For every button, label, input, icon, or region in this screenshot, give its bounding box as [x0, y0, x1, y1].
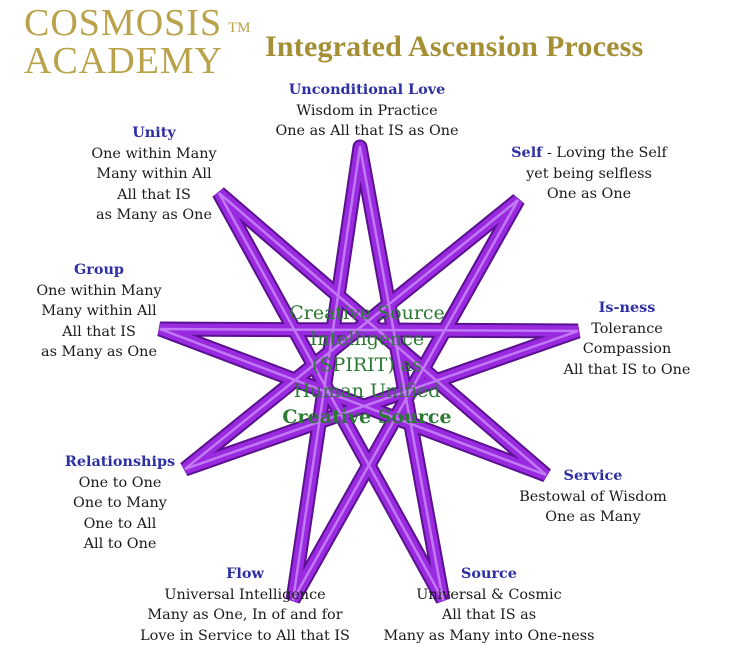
center-line: Creative Source: [282, 300, 451, 326]
point-line: as Many as One: [36, 342, 161, 363]
point-line: One within Many: [91, 144, 216, 165]
point-line: Universal Intelligence: [140, 585, 350, 606]
point-line: One as Many: [519, 507, 667, 528]
point-title: Relationships: [65, 452, 175, 473]
center-line: (SPIRIT) as: [282, 352, 451, 378]
point-relationships: Relationships One to One One to Many One…: [65, 452, 175, 555]
point-title: Self: [511, 144, 542, 161]
point-title: Service: [519, 466, 667, 487]
point-source: Source Universal & Cosmic All that IS as…: [383, 564, 594, 646]
point-line: One as One: [511, 184, 667, 205]
point-line: One to All: [65, 514, 175, 535]
point-title-suffix: - Loving the Self: [542, 145, 666, 161]
center-line: Creative Source: [282, 404, 451, 430]
point-line: All to One: [65, 534, 175, 555]
point-title: Source: [383, 564, 594, 585]
point-title: Group: [36, 260, 161, 281]
point-line: One to Many: [65, 493, 175, 514]
center-line: Intelligence: [282, 326, 451, 352]
point-line: yet being selfless: [511, 164, 667, 185]
point-line: Many as One, In of and for: [140, 605, 350, 626]
point-line: Compassion: [564, 339, 691, 360]
point-line: All that IS: [91, 185, 216, 206]
point-line: All that IS as: [383, 605, 594, 626]
point-title: Unity: [91, 123, 216, 144]
center-text: Creative Source Intelligence (SPIRIT) as…: [282, 300, 451, 430]
point-unconditional-love: Unconditional Love Wisdom in Practice On…: [275, 80, 458, 142]
point-line: One to One: [65, 473, 175, 494]
point-line: Many within All: [91, 164, 216, 185]
point-unity: Unity One within Many Many within All Al…: [91, 123, 216, 226]
point-line: Tolerance: [564, 319, 691, 340]
point-flow: Flow Universal Intelligence Many as One,…: [140, 564, 350, 646]
point-line: Many within All: [36, 301, 161, 322]
point-line: Bestowal of Wisdom: [519, 487, 667, 508]
point-isness: Is-ness Tolerance Compassion All that IS…: [564, 298, 691, 380]
point-group: Group One within Many Many within All Al…: [36, 260, 161, 363]
point-title: Unconditional Love: [275, 80, 458, 101]
point-self: Self - Loving the Self yet being selfles…: [511, 143, 667, 205]
point-line: Wisdom in Practice: [275, 101, 458, 122]
point-line: All that IS: [36, 322, 161, 343]
point-line: Universal & Cosmic: [383, 585, 594, 606]
point-line: One as All that IS as One: [275, 121, 458, 142]
point-title: Flow: [140, 564, 350, 585]
center-line: Human Unified: [282, 378, 451, 404]
point-service: Service Bestowal of Wisdom One as Many: [519, 466, 667, 528]
point-line: One within Many: [36, 281, 161, 302]
point-line: as Many as One: [91, 205, 216, 226]
point-line: All that IS to One: [564, 360, 691, 381]
point-title: Is-ness: [564, 298, 691, 319]
